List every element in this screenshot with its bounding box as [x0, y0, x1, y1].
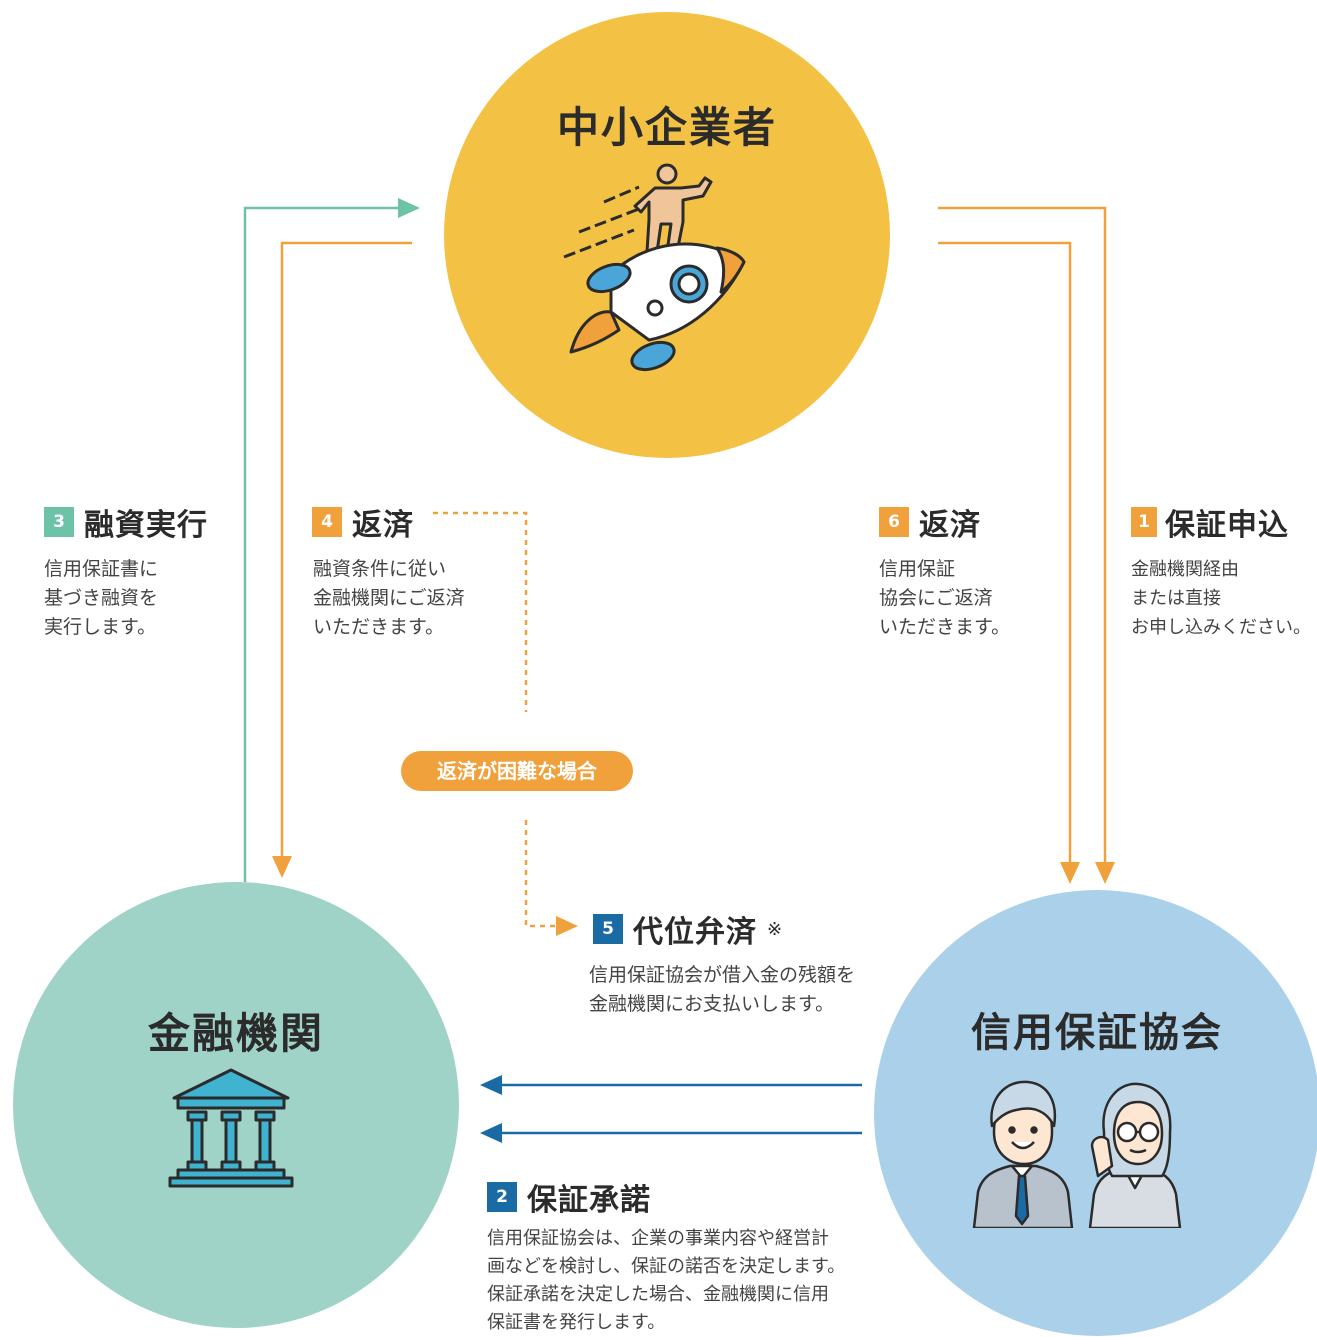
step-number-4: 4 [312, 507, 342, 537]
step-number-3: 3 [44, 507, 74, 537]
step-title-subrogation: 代位弁済 [633, 915, 757, 950]
rocket-person-icon [563, 163, 746, 372]
desc-line: 信用保証書に [44, 558, 159, 580]
step-number-1: 1 [1131, 507, 1157, 537]
desc-line: 金融機関にお支払いします。 [589, 993, 835, 1015]
arrow-financing [243, 198, 420, 882]
step-desc-repay-association: 信用保証 協会にご返済 いただきます。 [879, 555, 1010, 642]
arrow-application [938, 206, 1115, 884]
bank-node: 金融機関 [13, 882, 459, 1328]
note-mark: ※ [767, 918, 783, 940]
desc-line: 保証書を発行します。 [487, 1312, 666, 1333]
step-title-repay-bank: 返済 [352, 508, 414, 543]
desc-line: または直接 [1131, 588, 1221, 609]
step-title-application: 保証申込 [1165, 508, 1289, 543]
sme-title: 中小企業者 [556, 103, 777, 152]
arrow-repay-bank [272, 241, 412, 878]
desc-line: 協会にご返済 [879, 587, 993, 609]
desc-line: いただきます。 [879, 616, 1011, 638]
association-node: 信用保証協会 [874, 890, 1317, 1336]
step-number-5: 5 [593, 914, 623, 944]
desc-line: 画などを検討し、保証の諾否を決定します。 [487, 1256, 846, 1277]
step-desc-guarantee-approval: 信用保証協会は、企業の事業内容や経営計 画などを検討し、保証の諾否を決定します。… [487, 1225, 845, 1337]
step-financing: 3 融資実行 [44, 500, 208, 544]
arrow-subrogation-dotted [433, 511, 578, 936]
step-desc-financing: 信用保証書に 基づき融資を 実行します。 [44, 555, 158, 642]
arrow-guarantee-approval [480, 1075, 862, 1143]
desc-line: 基づき融資を [44, 587, 159, 609]
step-subrogation: 5 代位弁済 ※ [593, 907, 782, 951]
desc-line: いただきます。 [313, 616, 445, 638]
bank-title: 金融機関 [147, 1009, 324, 1058]
step-title-repay-association: 返済 [919, 508, 981, 543]
desc-line: 融資条件に従い [313, 558, 447, 580]
step-number-2: 2 [487, 1182, 517, 1212]
step-desc-repay-bank: 融資条件に従い 金融機関にご返済 いただきます。 [313, 555, 465, 642]
desc-line: お申し込みください。 [1131, 617, 1311, 638]
association-title: 信用保証協会 [971, 1010, 1223, 1056]
step-repay-association: 6 返済 [879, 500, 981, 544]
step-desc-subrogation: 信用保証協会が借入金の残額を 金融機関にお支払いします。 [589, 961, 855, 1019]
desc-line: 金融機関にご返済 [313, 587, 465, 609]
step-title-financing: 融資実行 [84, 508, 208, 543]
step-title-guarantee-approval: 保証承諾 [527, 1183, 651, 1218]
desc-line: 信用保証協会は、企業の事業内容や経営計 [487, 1228, 829, 1249]
step-application: 1 保証申込 [1131, 500, 1289, 544]
two-staff-icon [972, 1080, 1182, 1228]
step-guarantee-approval: 2 保証承諾 [487, 1175, 651, 1219]
sme-node: 中小企業者 [444, 12, 890, 458]
desc-line: 保証承諾を決定した場合、金融機関に信用 [487, 1284, 829, 1305]
desc-line: 信用保証 [879, 558, 956, 580]
step-desc-application: 金融機関経由 または直接 お申し込みください。 [1131, 555, 1311, 642]
step-repay-bank: 4 返済 [312, 500, 414, 544]
bank-building-icon [168, 1068, 294, 1188]
desc-line: 実行します。 [44, 616, 157, 638]
desc-line: 信用保証協会が借入金の残額を [589, 964, 856, 986]
step-number-6: 6 [879, 507, 909, 537]
desc-line: 金融機関経由 [1131, 559, 1239, 580]
arrow-repay-association [938, 241, 1080, 884]
difficulty-pill: 返済が困難な場合 [401, 751, 633, 791]
